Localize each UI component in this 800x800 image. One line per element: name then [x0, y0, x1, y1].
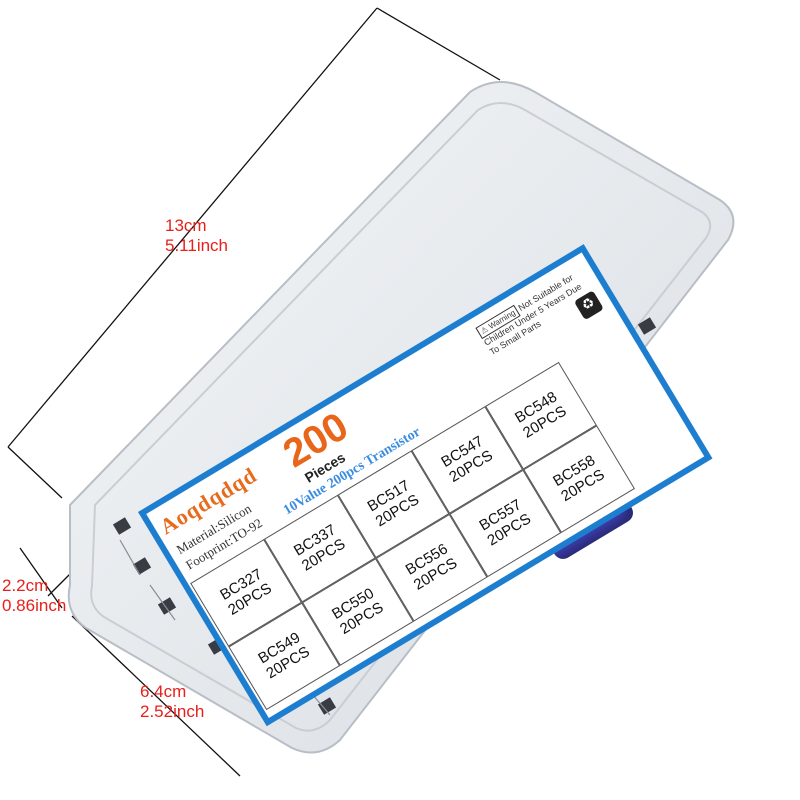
height-dimension: 2.2cm 0.86inch	[2, 576, 66, 616]
width-dimension: 6.4cm 2.52inch	[140, 682, 204, 722]
height-cm: 2.2cm	[2, 576, 49, 595]
width-cm: 6.4cm	[140, 682, 187, 701]
width-inch: 2.52inch	[140, 702, 205, 721]
height-inch: 0.86inch	[2, 596, 67, 615]
length-cm: 13cm	[165, 216, 207, 235]
length-inch: 5.11inch	[165, 236, 229, 255]
length-dimension: 13cm 5.11inch	[165, 216, 228, 256]
